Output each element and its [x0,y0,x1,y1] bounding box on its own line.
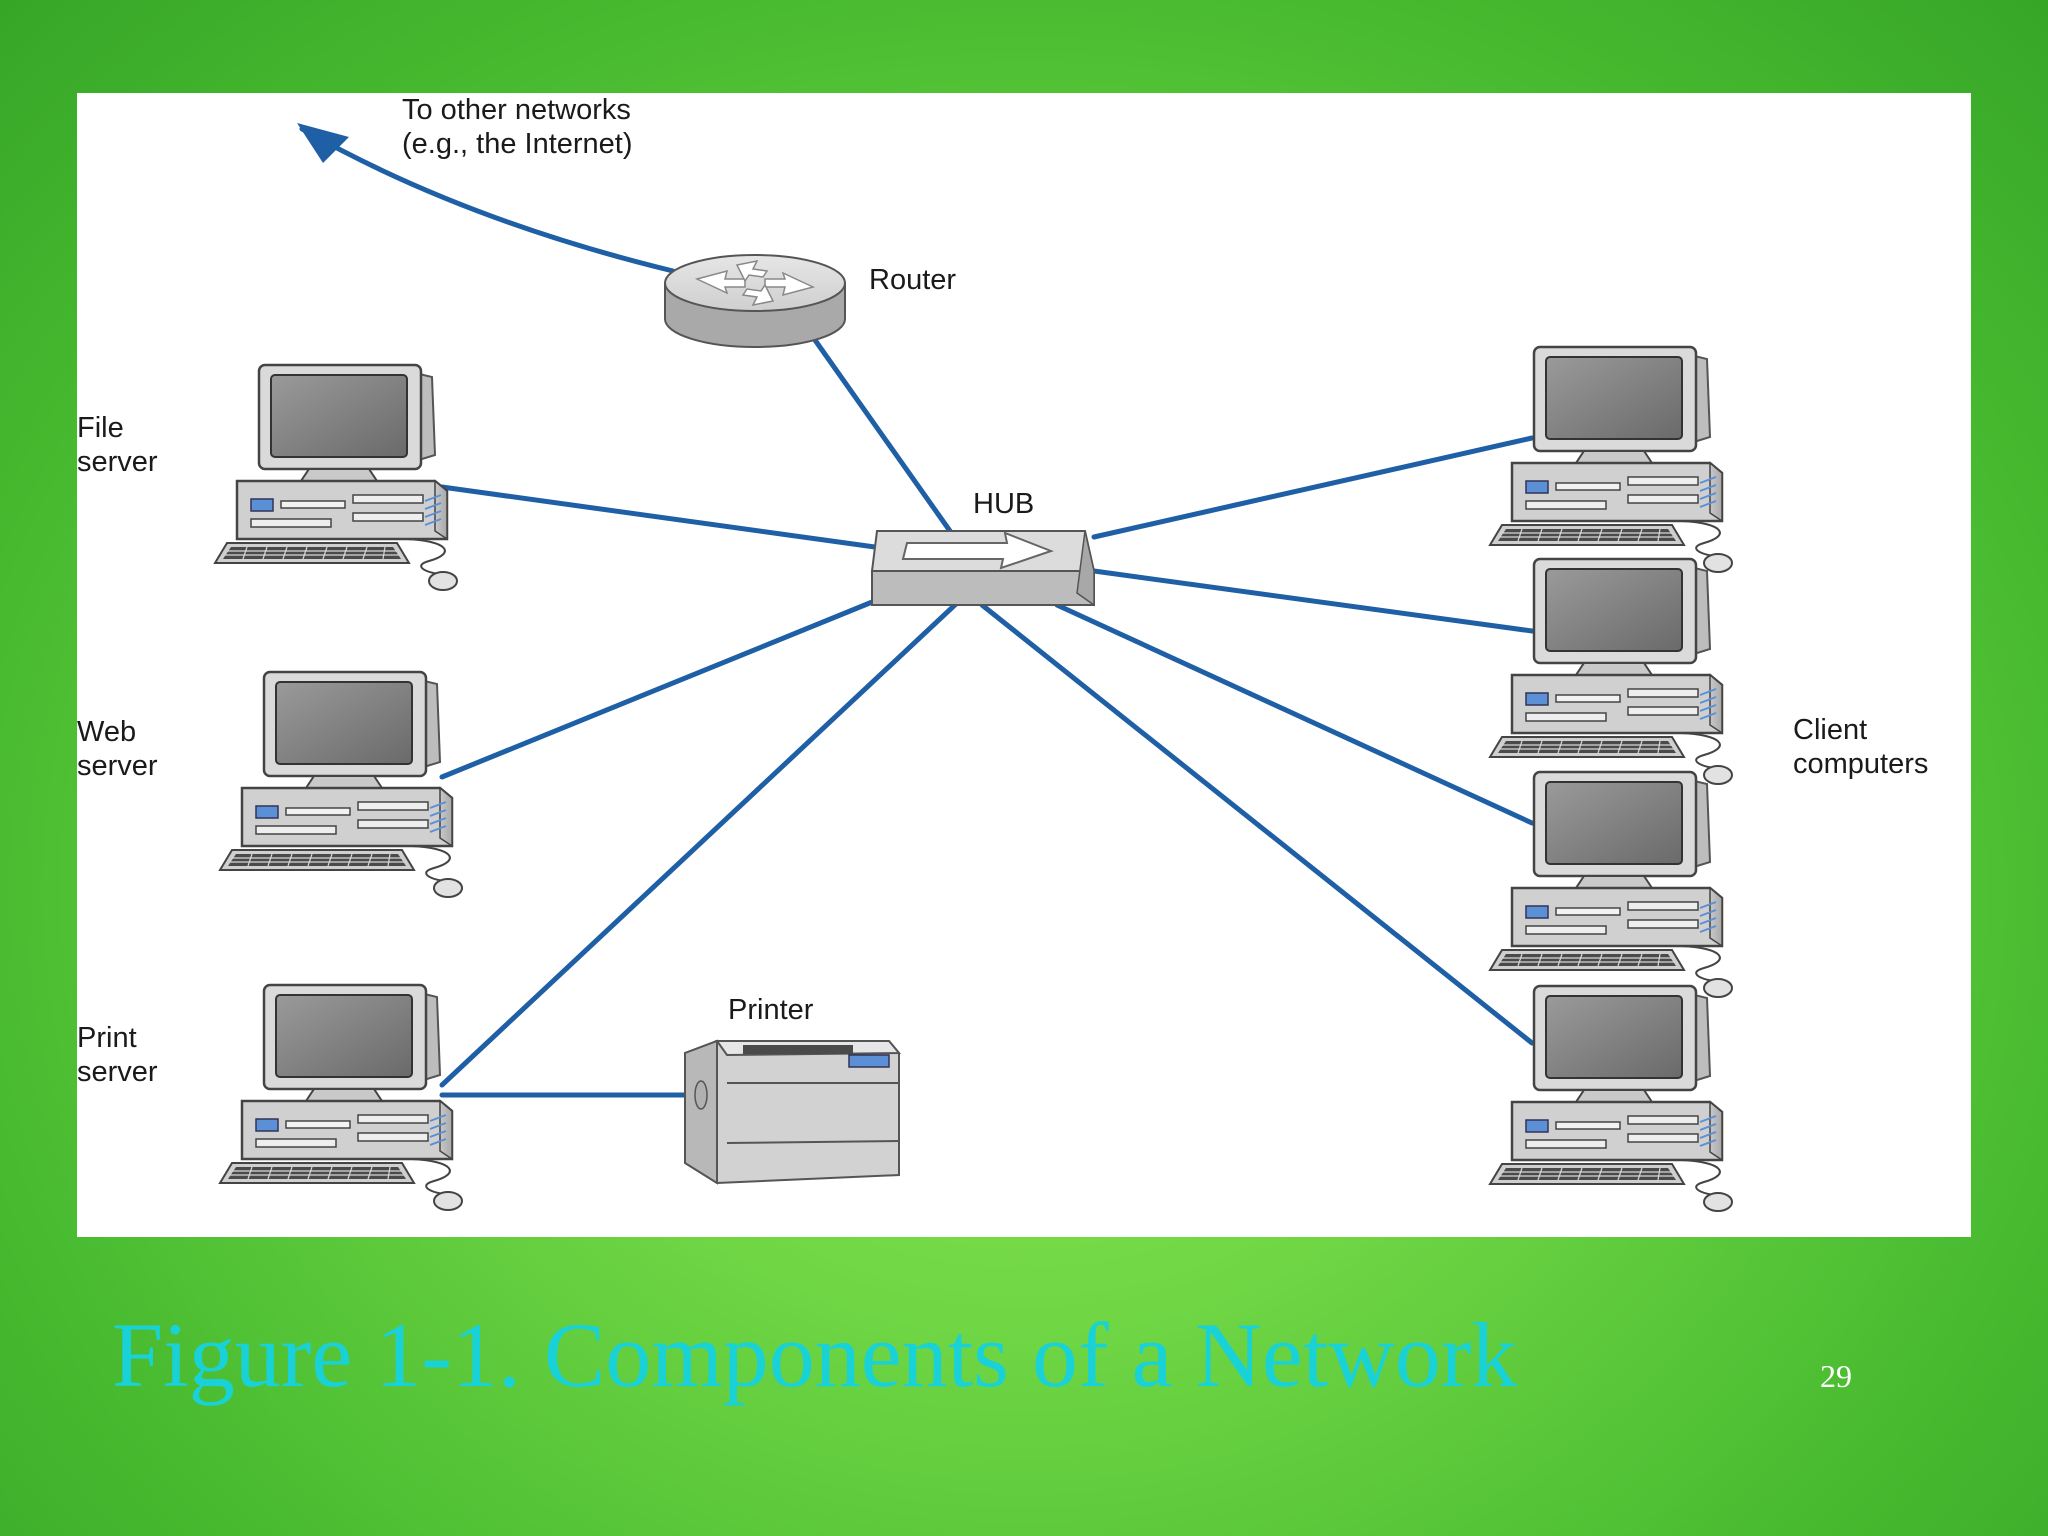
cable-file-server-hub [439,484,885,551]
cable-web-server-hub [439,595,885,780]
client-computer-icon-4 [1488,984,1734,1213]
network-cables [299,126,1535,1098]
print-server-computer-icon [218,983,464,1212]
internet-label-line2: (e.g., the Internet) [402,128,633,160]
cable-hub-client-3 [1054,602,1535,826]
slide-caption: Figure 1-1. Components of a Network [112,1304,1518,1406]
client-computer-icon-3 [1488,770,1734,999]
router-icon [664,254,846,348]
clients-label-line1: Client [1793,714,1867,746]
client-computer-icon-1 [1488,345,1734,574]
hub-icon [870,530,1096,607]
client-computer-icon-2 [1488,557,1734,786]
file-server-label-line2: server [77,446,158,478]
cable-router-hub [807,330,953,534]
print-server-label-line1: Print [77,1022,137,1054]
cable-hub-client-1 [1091,435,1535,540]
internet-arrow-icon [297,123,349,163]
page-number: 29 [1820,1358,1852,1394]
hub-label: HUB [973,488,1034,520]
file-server-computer-icon [213,363,459,592]
file-server-label-line1: File [77,412,124,444]
router-label: Router [869,264,956,296]
web-server-label-line2: server [77,750,158,782]
network-diagram-panel: To other networks (e.g., the Internet) R… [77,93,1971,1237]
cable-print-server-hub [439,600,960,1088]
internet-label-line1: To other networks [402,94,631,126]
web-server-label-line1: Web [77,716,136,748]
printer-label: Printer [728,994,814,1026]
network-diagram: To other networks (e.g., the Internet) R… [77,94,1928,1213]
print-server-label-line2: server [77,1056,158,1088]
clients-label-line2: computers [1793,748,1928,780]
cable-hub-client-4 [979,602,1535,1046]
cable-hub-client-2 [1091,568,1535,634]
printer-icon [684,1039,902,1185]
cable-router-internet [299,126,676,274]
web-server-computer-icon [218,670,464,899]
